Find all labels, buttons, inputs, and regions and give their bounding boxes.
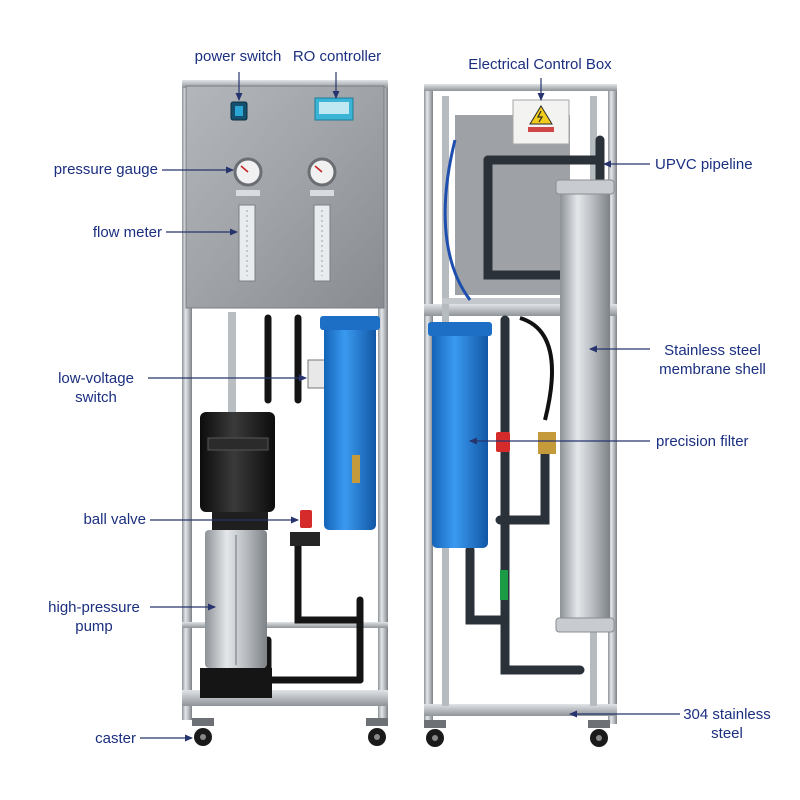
frame-back-rail [442, 298, 597, 304]
label-ro-controller: RO controller [292, 48, 382, 65]
high-voltage-warning-icon [529, 105, 553, 125]
hose [443, 139, 472, 301]
leader-lines [140, 72, 680, 742]
frame-post [424, 84, 433, 724]
frame-post [182, 82, 192, 720]
label-ball-valve: ball valve [83, 511, 146, 528]
flow-meter-device [238, 204, 331, 282]
hose [519, 316, 555, 421]
label-upvc-pipeline: UPVC pipeline [655, 156, 753, 173]
label-stainless-steel-membrane-shell: Stainless steel membrane shell [659, 342, 766, 378]
ball-valve-device [300, 510, 312, 528]
label-low-voltage-switch: low-voltage switch [58, 370, 134, 406]
right-unit [424, 84, 617, 747]
label-pressure-gauge: pressure gauge [53, 161, 158, 178]
cartridge-filter-housing [324, 318, 376, 530]
left-unit [182, 80, 388, 746]
caster-device [192, 718, 388, 746]
label-flow-meter: flow meter [92, 224, 162, 241]
frame-rail [424, 84, 617, 91]
label-caster: caster [95, 730, 136, 747]
membrane-shell-device [560, 180, 610, 630]
frame-post [608, 84, 617, 724]
frame-rail [182, 622, 388, 628]
ball-valve-device [496, 432, 510, 452]
label-electrical-control-box: Electrical Control Box [468, 56, 612, 73]
high-pressure-pump-device [200, 412, 275, 698]
precision-filter-housing [432, 326, 488, 548]
frame-rail [424, 704, 617, 716]
frame-rail [182, 80, 388, 88]
label-304-stainless-steel: 304 stainless steel [683, 706, 771, 742]
left-piping [264, 314, 364, 684]
label-power-switch: power switch [194, 48, 282, 65]
frame-post [378, 82, 388, 720]
label-high-pressure-pump: high-pressure pump [48, 599, 140, 635]
label-precision-filter: precision filter [656, 433, 749, 450]
back-plate [455, 115, 570, 295]
caster-device [424, 720, 610, 747]
control-panel [185, 85, 385, 309]
pressure-gauge-device [233, 157, 337, 196]
